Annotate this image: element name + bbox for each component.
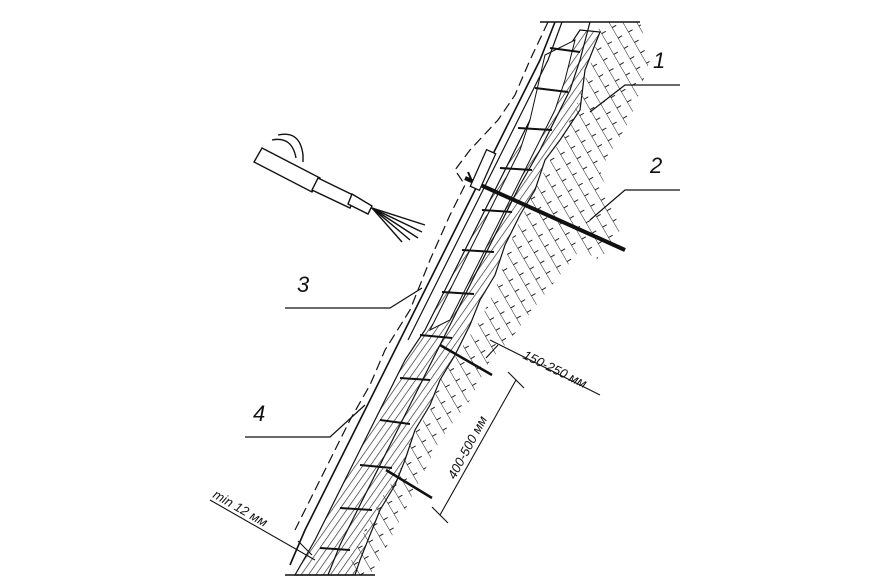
callout-2: 2 (649, 153, 662, 178)
callout-1: 1 (653, 48, 665, 73)
mesh-ties (319, 47, 581, 551)
anchor-bar-long (464, 148, 626, 252)
design-contour-dashed (294, 21, 549, 531)
dimension-lines (209, 339, 601, 561)
mesh-line-inner (407, 21, 563, 341)
callout-3: 3 (297, 272, 310, 297)
dim-min-thickness: min 12 мм (211, 487, 271, 530)
anchor-pins (385, 343, 493, 500)
spray-nozzle-icon (253, 133, 426, 243)
soil-ground (345, 22, 650, 575)
callout-4: 4 (253, 401, 265, 426)
dim-anchor-depth: 150-250 мм (521, 347, 590, 391)
mesh-line-outer (289, 21, 556, 566)
leader-lines (245, 84, 680, 438)
slope-face (327, 21, 591, 576)
unsprayed-zone (428, 39, 576, 332)
